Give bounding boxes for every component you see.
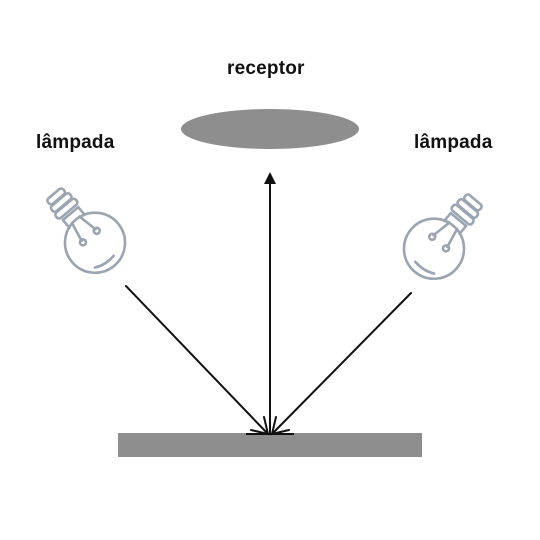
reflecting-surface: [118, 433, 422, 457]
incident-ray-left: [125, 285, 270, 436]
light-bulb-icon: [402, 193, 483, 281]
reflected-ray-arrowhead: [264, 172, 276, 184]
incident-ray-right: [270, 292, 412, 436]
receptor-disc: [181, 109, 359, 149]
lamp-left-label: lâmpada: [36, 132, 115, 153]
lamp-right-label: lâmpada: [414, 132, 493, 153]
light-bulb-icon: [46, 187, 127, 275]
receptor-label: receptor: [227, 58, 305, 79]
